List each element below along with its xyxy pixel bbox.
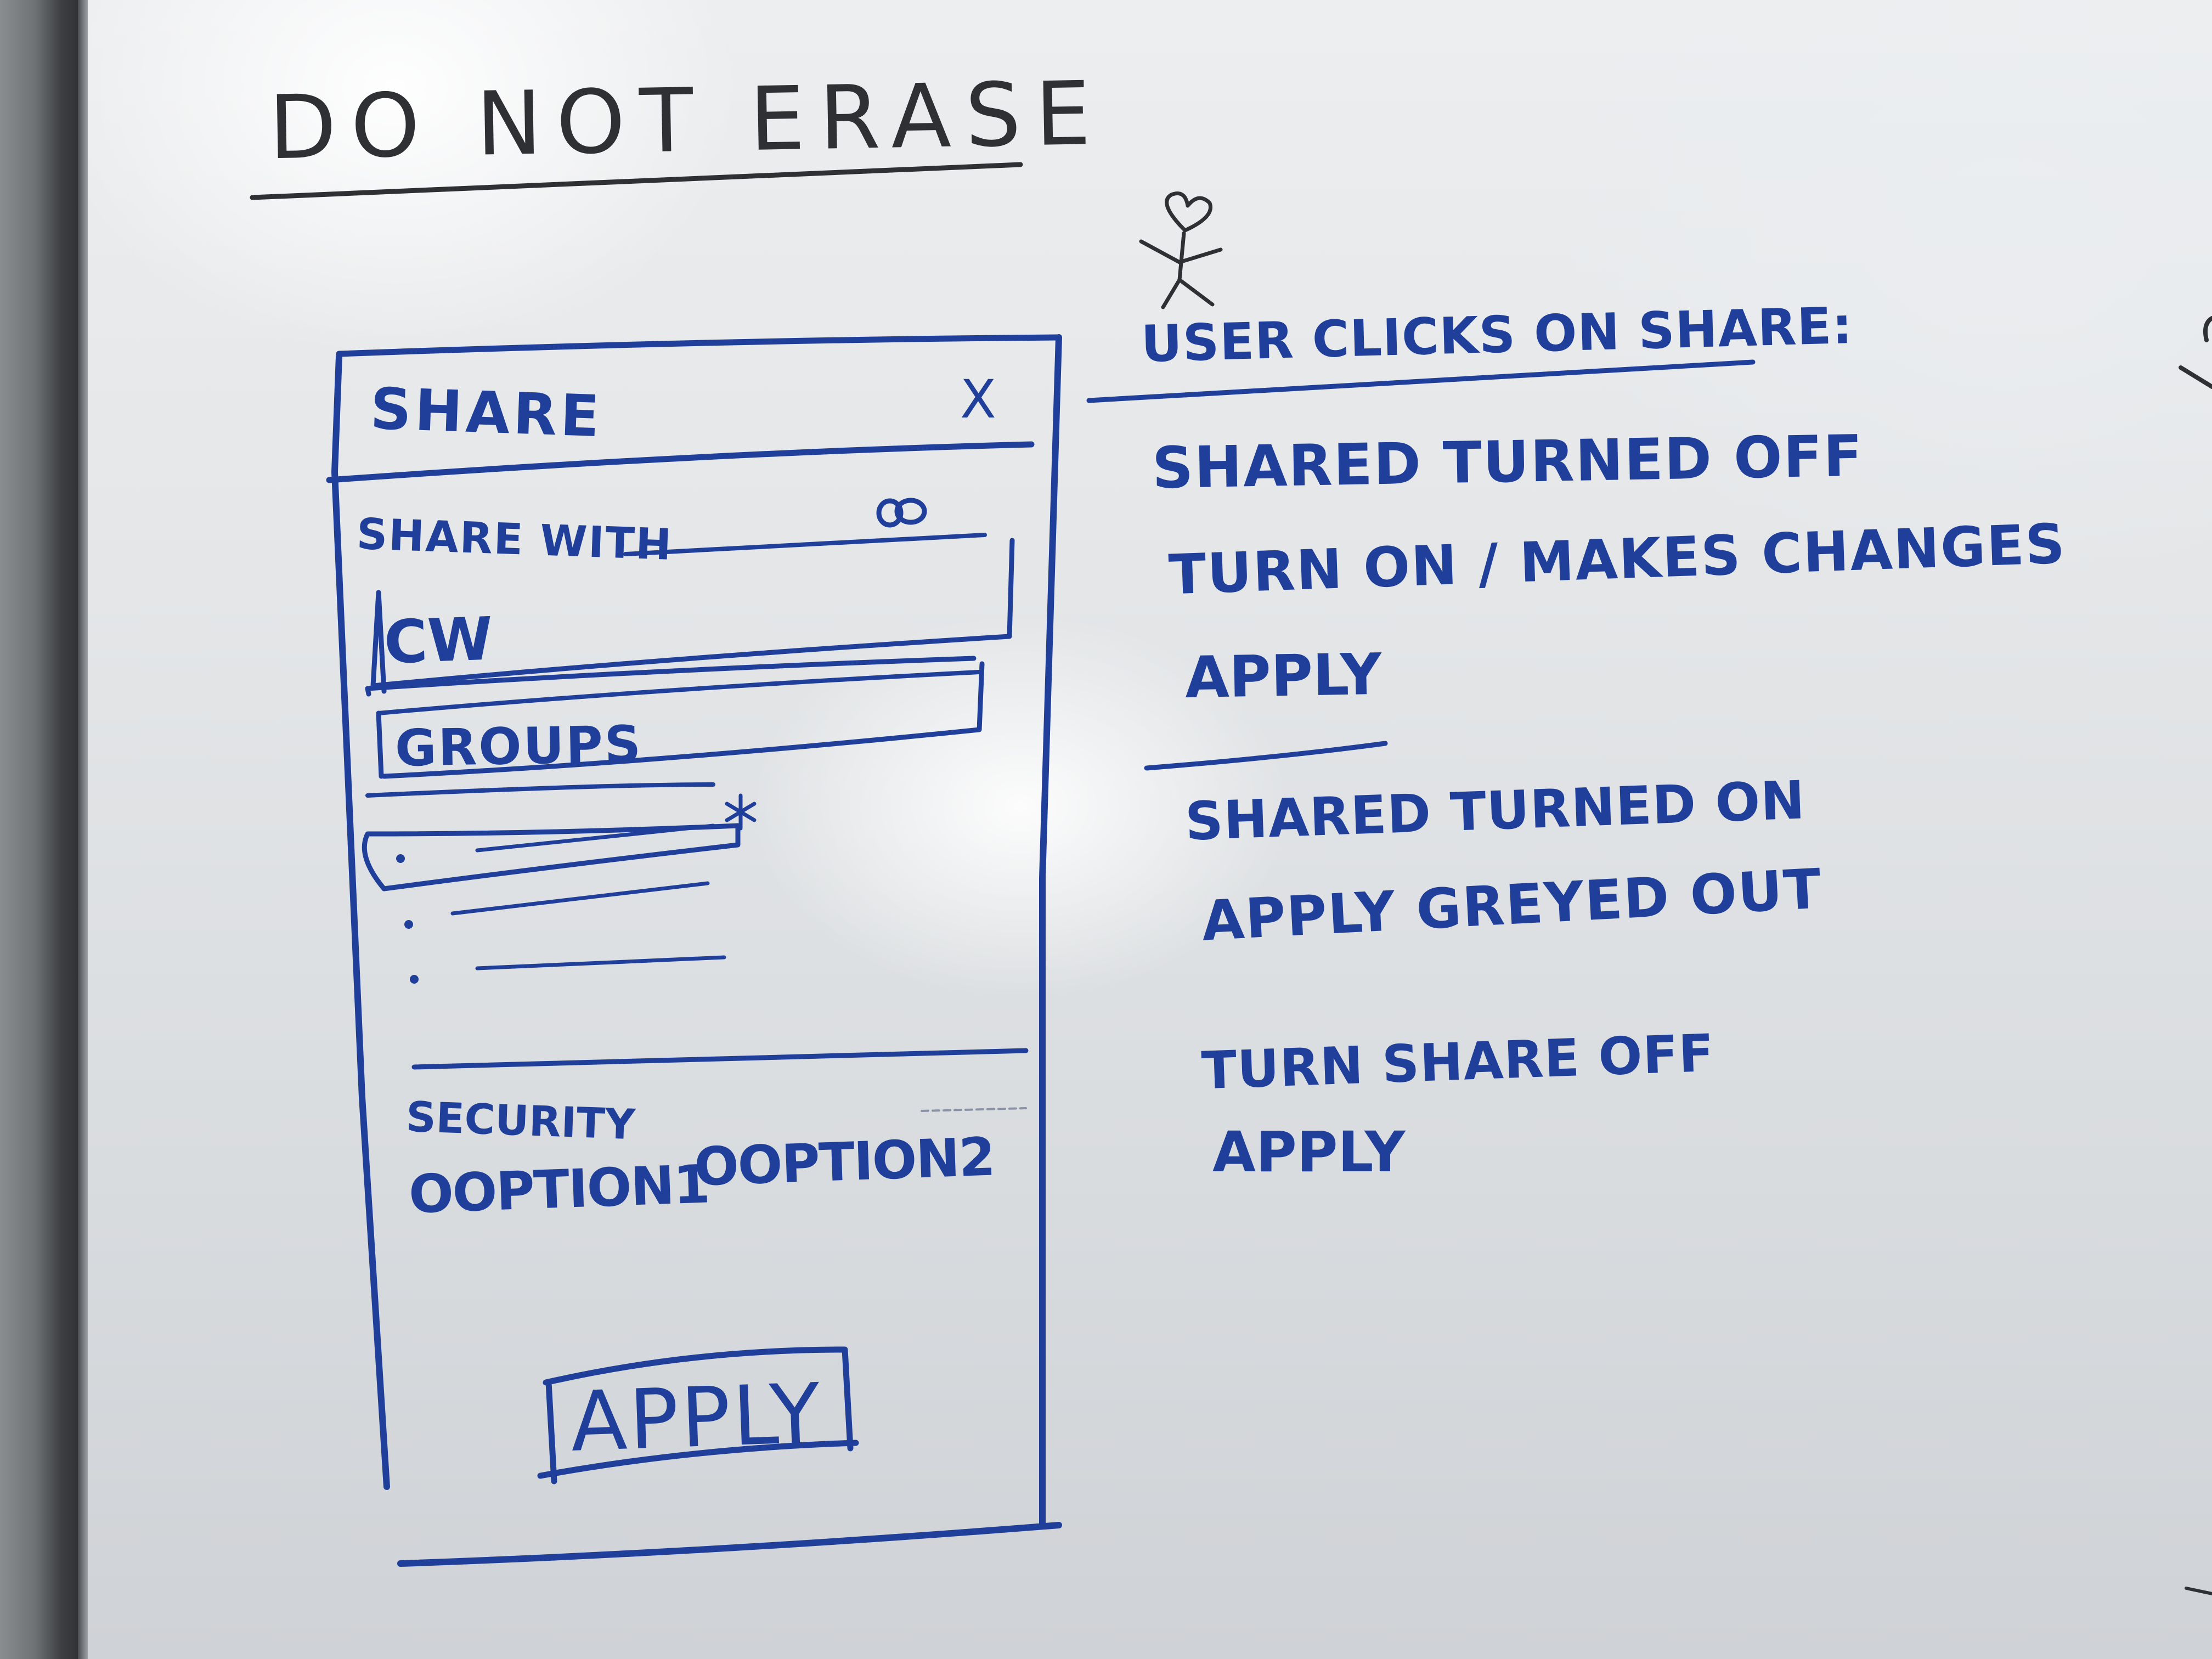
groups-field[interactable]: GROUPS xyxy=(394,715,643,778)
option-1-radio[interactable]: OOPTION1 xyxy=(408,1153,710,1226)
note-item: APPLY xyxy=(1184,640,1383,712)
share-with-label: SHARE WITH xyxy=(356,509,674,571)
erased-smudge xyxy=(461,206,498,264)
do-not-erase-heading: DO NOT ERASE xyxy=(268,61,1106,179)
close-icon[interactable]: X xyxy=(960,369,996,430)
whiteboard-frame xyxy=(0,0,88,1659)
whiteboard-frame-edge xyxy=(78,0,88,1659)
note-item: APPLY xyxy=(1212,1120,1406,1185)
whiteboard xyxy=(88,0,2212,1659)
note-item: SHARED TURNED OFF xyxy=(1152,422,1864,502)
security-label: SECURITY xyxy=(405,1092,636,1149)
cw-field[interactable]: CW xyxy=(382,605,494,678)
dialog-title: SHARE xyxy=(369,375,604,450)
option-2-radio[interactable]: OOPTION2 xyxy=(693,1126,996,1198)
apply-button[interactable]: APPLY xyxy=(569,1366,824,1470)
